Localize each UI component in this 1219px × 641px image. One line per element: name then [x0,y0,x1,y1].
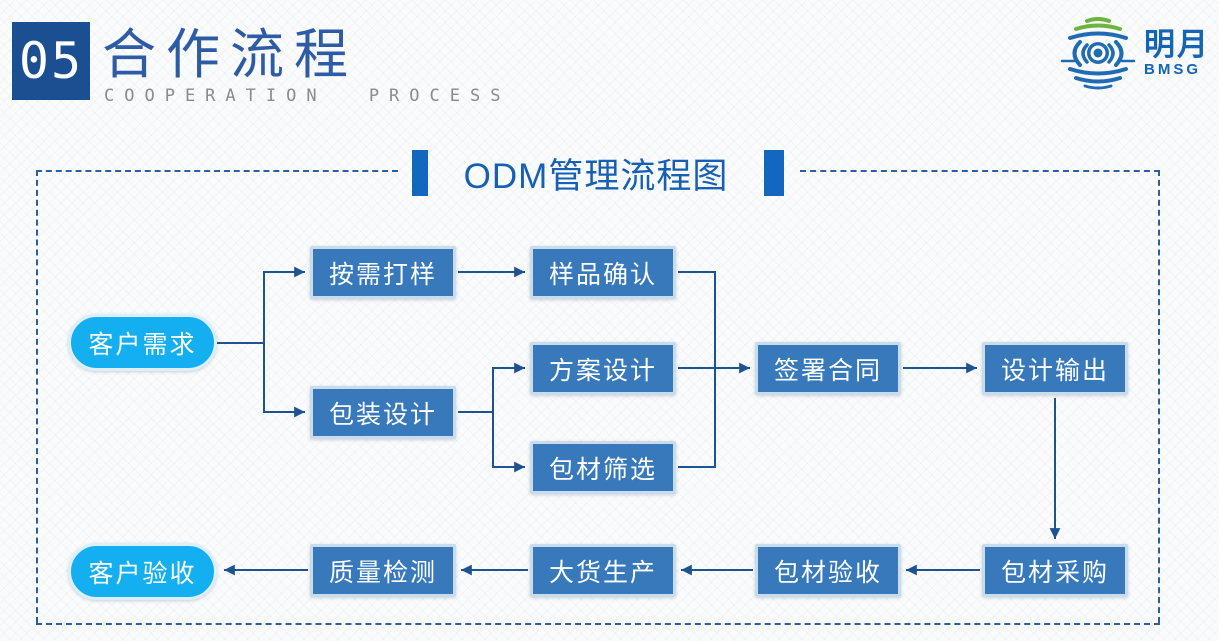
section-number-box: 05 [12,22,90,100]
flow-edge-customer-demand-to-packaging-design [263,343,305,418]
flow-edge-material-screening-to-junction [678,368,716,468]
flow-node-material-screening: 包材筛选 [530,441,676,494]
flow-node-scheme-design: 方案设计 [530,342,676,395]
page-subtitle: COOPERATION PROCESS [104,86,511,106]
flow-node-material-acceptance: 包材验收 [755,544,901,597]
flow-edge-sample-confirm-to-junction [678,271,716,368]
flow-node-packaging-design: 包装设计 [310,386,456,439]
brand-logo: 明月 BMSG [1058,12,1210,94]
flow-node-customer-acceptance: 客户验收 [68,543,217,600]
flow-edge-packaging-design-to-material-screening [492,412,525,473]
title-accent-bar-left [411,150,428,196]
frame-top-right-segment [800,170,1160,172]
brand-logo-icon [1060,17,1136,90]
flow-edge-packaging-design-to-scheme-design [458,362,525,413]
flow-node-sample-confirm: 样品确认 [530,246,676,299]
flow-edge-customer-demand-to-sample-on-demand [217,266,305,344]
flow-node-customer-demand: 客户需求 [68,314,217,371]
diagram-title-row: ODM管理流程图 [36,149,1160,197]
brand-name: 明月 [1144,27,1210,62]
brand-abbreviation: BMSG [1144,61,1201,78]
page-title: 合作流程 [102,23,358,86]
frame-right-edge [1158,170,1160,623]
flow-node-quality-inspection: 质量检测 [310,544,456,597]
flow-node-sign-contract: 签署合同 [755,342,901,395]
flow-node-sample-on-demand: 按需打样 [310,246,456,299]
flow-node-design-output: 设计输出 [982,342,1128,395]
title-accent-bar-right [764,150,785,196]
frame-top-left-segment [36,170,398,172]
frame-left-edge [36,170,38,623]
section-number: 05 [18,32,84,90]
flow-node-mass-production: 大货生产 [530,544,676,597]
brand-text: 明月 BMSG [1144,29,1210,77]
frame-bottom-edge [36,623,1160,625]
diagram-title: ODM管理流程图 [463,156,729,196]
flow-node-material-purchase: 包材采购 [982,544,1128,597]
